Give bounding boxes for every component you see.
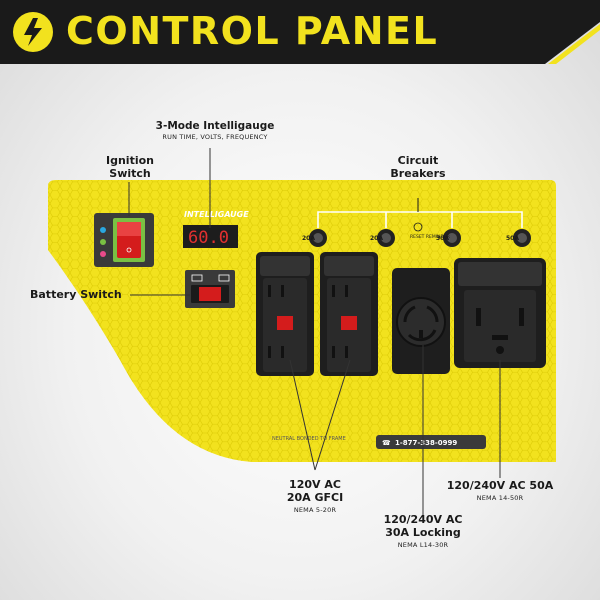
breakers-callout-line1: Circuit xyxy=(397,154,439,167)
ignition-switch[interactable] xyxy=(94,213,154,267)
intelligauge-callout-title: 3-Mode Intelligauge xyxy=(155,120,275,132)
mode-indicator-icon xyxy=(100,251,106,257)
page-title: CONTROL PANEL xyxy=(66,9,439,53)
breaker-label: 20A xyxy=(302,235,315,242)
breaker-label: 50A xyxy=(506,235,519,242)
svg-text:RESET REMINDER: RESET REMINDER xyxy=(410,234,450,240)
battery-icon xyxy=(218,274,230,282)
circuit-breaker[interactable]: 20A xyxy=(370,229,395,247)
fifty-amp-callout-nema: NEMA 14-50R xyxy=(476,494,524,502)
outlet-14-50r[interactable] xyxy=(454,258,546,368)
locking-callout-nema: NEMA L14-30R xyxy=(397,541,449,549)
header-background xyxy=(0,0,600,64)
intelligauge-logo: INTELLIGAUGE xyxy=(184,210,249,219)
phone-icon: ☎ xyxy=(382,439,391,447)
breaker-label: 20A xyxy=(370,235,383,242)
reset-icon xyxy=(413,222,423,232)
fifty-amp-callout-line1: 120/240V AC 50A xyxy=(446,479,554,492)
gfci-callout-line2: 20A GFCI xyxy=(286,491,344,504)
circuit-breaker[interactable]: 50A xyxy=(506,229,531,247)
gfci-callout-line1: 120V AC xyxy=(289,478,341,491)
locking-callout-line1: 120/240V AC xyxy=(383,513,463,526)
breakers-callout-line2: Breakers xyxy=(390,167,446,180)
gfci-outlet[interactable] xyxy=(256,252,314,376)
mode-indicator-icon xyxy=(100,239,106,245)
lightning-plug-icon xyxy=(24,18,42,46)
callout-lines xyxy=(128,148,501,515)
battery-switch[interactable] xyxy=(185,270,235,308)
breaker-rail xyxy=(317,198,523,228)
ignition-callout-line2: Switch xyxy=(109,167,151,180)
header-bar: CONTROL PANEL xyxy=(0,0,600,64)
phone-badge: ☎ 1-877-338-0999 xyxy=(376,435,486,449)
locking-callout-line2: 30A Locking xyxy=(385,526,461,539)
circuit-breaker[interactable]: 30A xyxy=(436,229,461,247)
warning-label: NEUTRAL BONDED TO FRAME xyxy=(272,436,346,442)
ignition-callout-line1: Ignition xyxy=(106,154,154,167)
reset-reminder: RESET REMINDER xyxy=(410,222,450,240)
svg-text:1-877-338-0999: 1-877-338-0999 xyxy=(395,439,457,447)
gfci-outlet[interactable] xyxy=(320,252,378,376)
svg-text:NEUTRAL BONDED TO FRAME: NEUTRAL BONDED TO FRAME xyxy=(272,436,346,442)
display-readout: 60.0 xyxy=(188,228,229,248)
breaker-label: 30A xyxy=(436,235,449,242)
battery-icon xyxy=(191,274,203,282)
mode-indicator-icon xyxy=(100,227,106,233)
intelligauge-callout-subtitle: RUN TIME, VOLTS, FREQUENCY xyxy=(162,133,268,141)
circuit-breaker[interactable]: 20A xyxy=(302,229,327,247)
battery-callout: Battery Switch xyxy=(30,288,122,301)
locking-outlet-l14-30r[interactable] xyxy=(392,268,450,374)
intelligauge-display: INTELLIGAUGE 60.0 xyxy=(183,210,249,248)
gfci-callout-nema: NEMA 5-20R xyxy=(293,506,337,514)
